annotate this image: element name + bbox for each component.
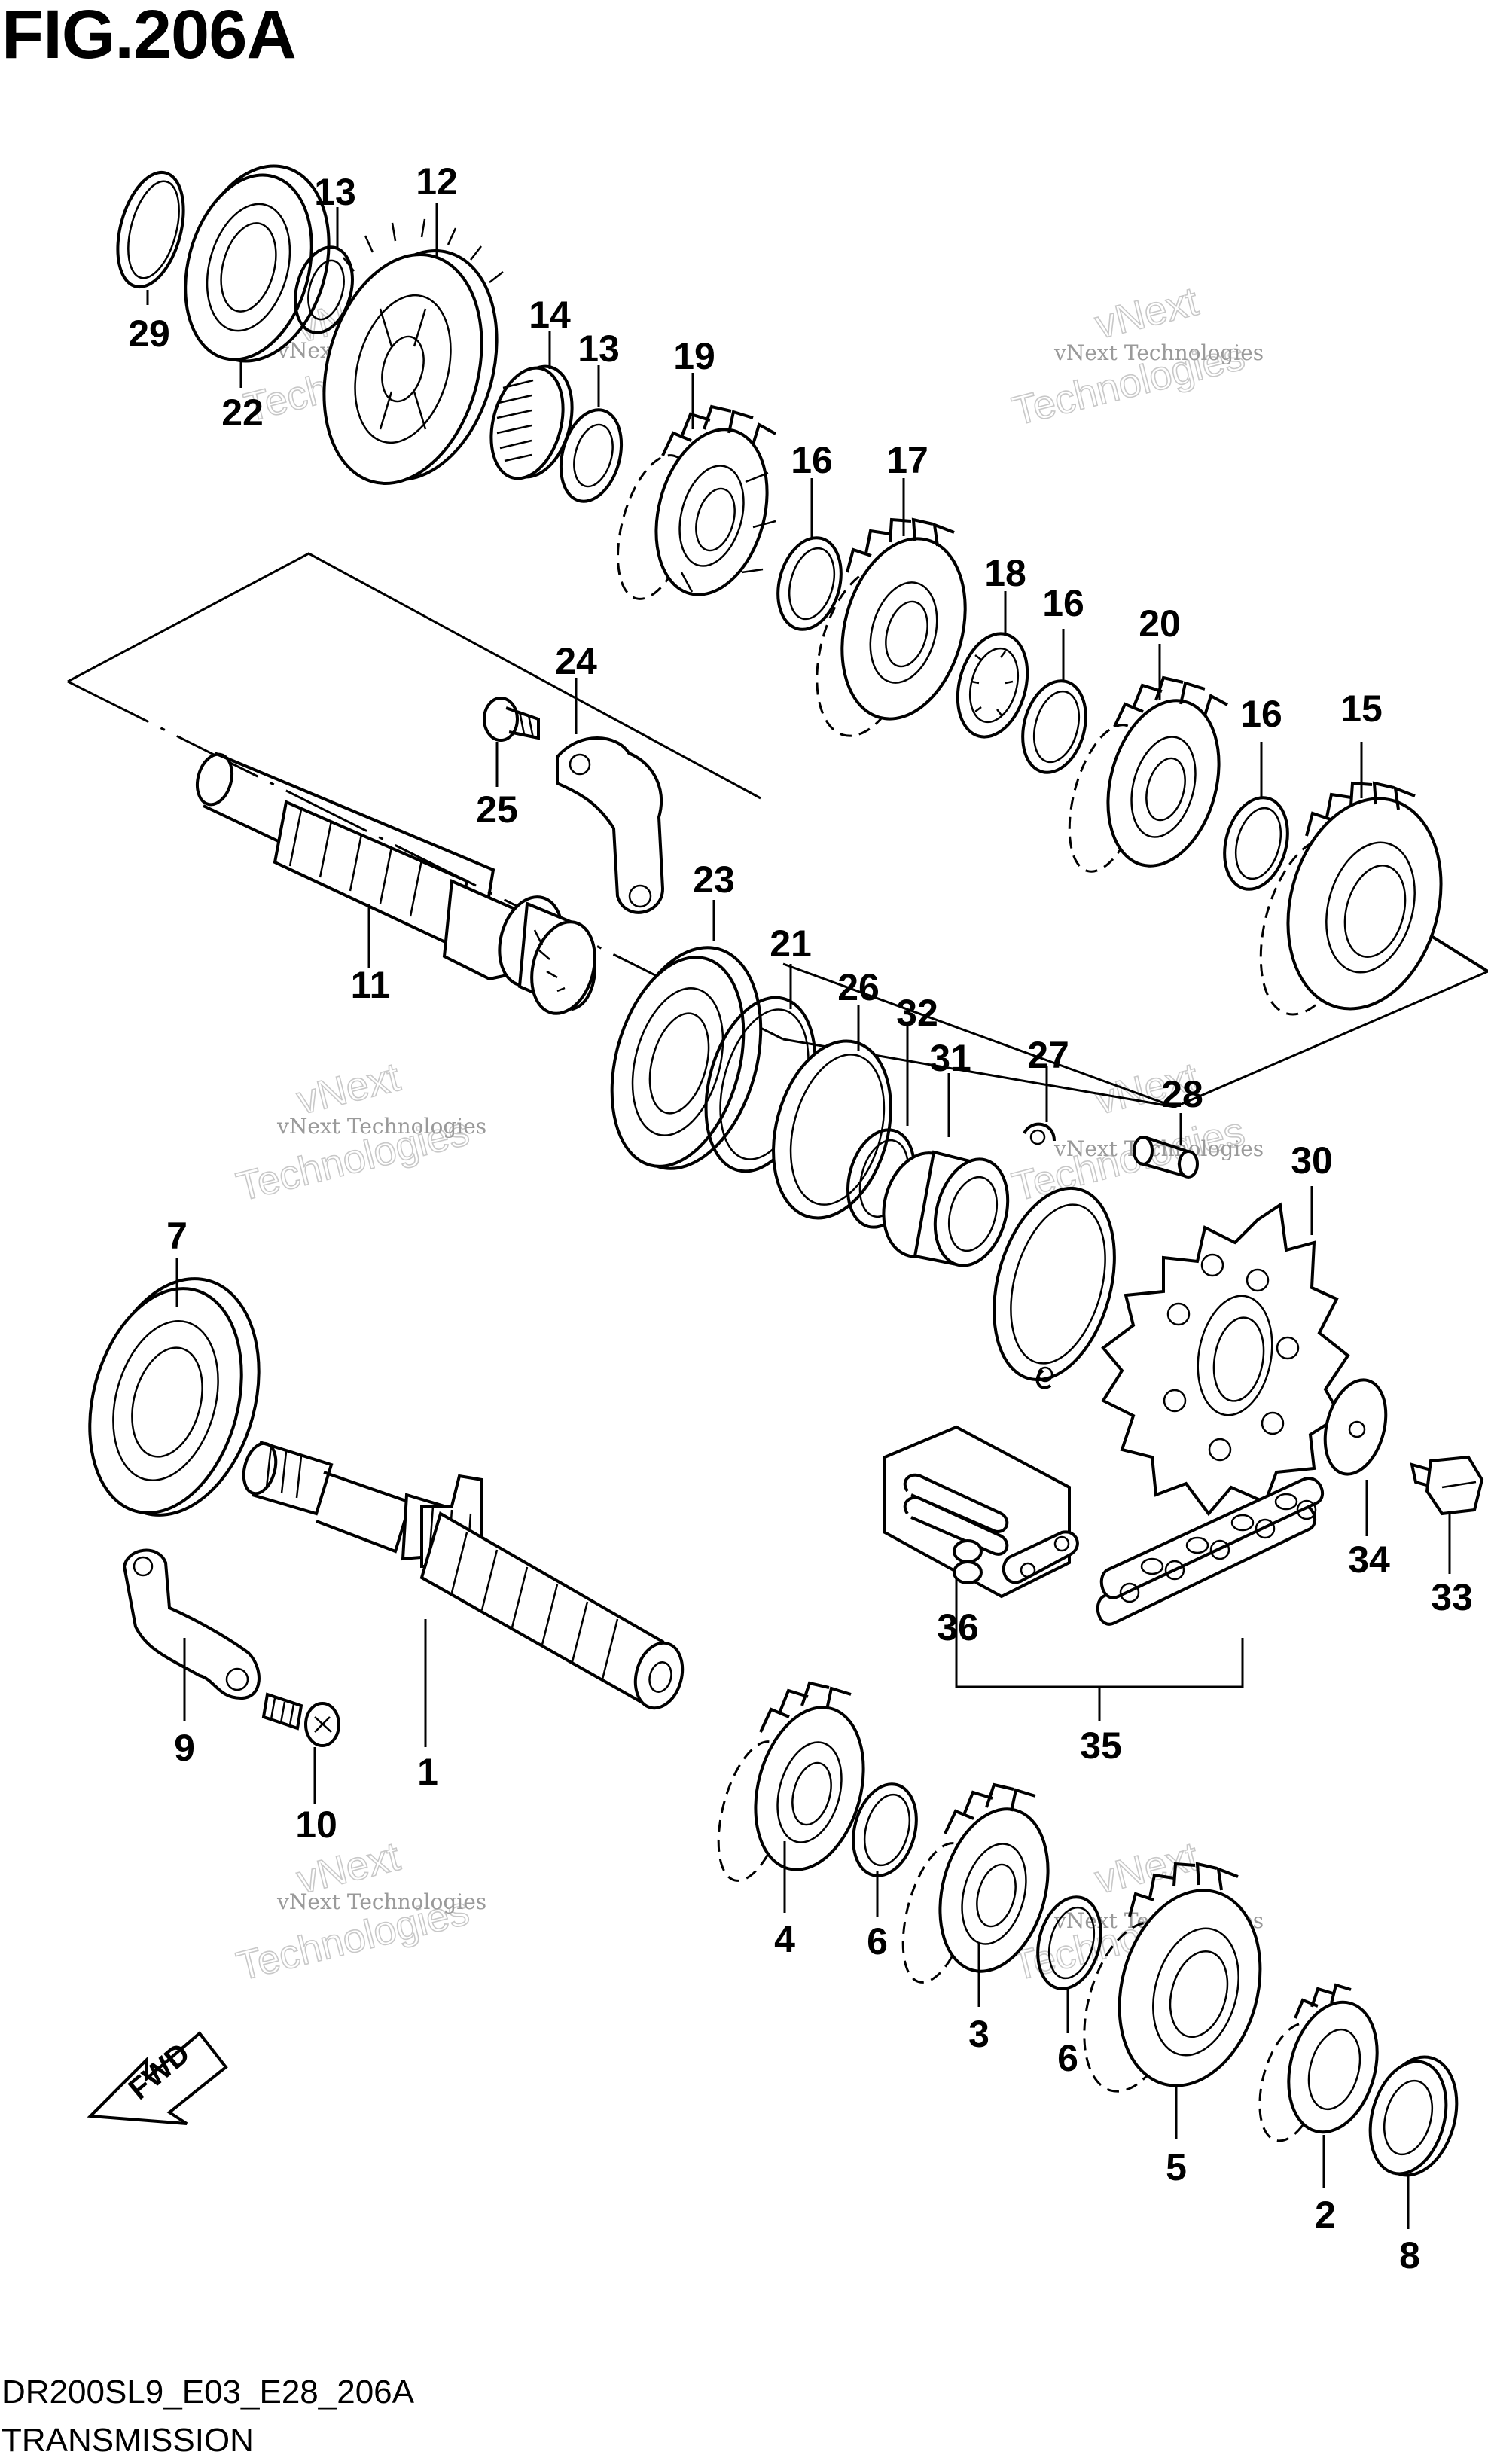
gear-17 (816, 478, 967, 737)
washer-13a (294, 207, 354, 334)
bearing-8 (1368, 2055, 1459, 2229)
circlip-6b (1036, 1895, 1102, 2033)
gear-5 (1083, 1862, 1262, 2139)
callout-24: 24 (555, 640, 597, 682)
gasket-27 (993, 1066, 1116, 1389)
circlip-29 (116, 170, 185, 305)
callout-6: 6 (1057, 2037, 1078, 2079)
chain-joint-36 (883, 1425, 1244, 1721)
spacer-31 (882, 1073, 1010, 1267)
callout-19: 19 (673, 335, 715, 377)
circlip-16a (776, 478, 843, 631)
screw-25 (483, 697, 540, 787)
gear-2 (1258, 1983, 1379, 2188)
callout-25: 25 (476, 788, 518, 831)
retainer-plate-24 (556, 678, 665, 914)
bearing-7 (88, 1258, 261, 1517)
washer-13b (559, 365, 624, 503)
callout-17: 17 (886, 439, 928, 481)
callout-4: 4 (774, 1918, 795, 1960)
callout-18: 18 (984, 552, 1026, 594)
watermark-text: vNext Technologies (276, 1114, 486, 1139)
watermark-large: vNext (1090, 279, 1202, 348)
callout-1: 1 (417, 1751, 438, 1793)
pin-28 (1133, 1113, 1199, 1179)
callout-13: 13 (314, 171, 356, 213)
callout-27: 27 (1027, 1034, 1069, 1076)
callout-23: 23 (693, 858, 735, 901)
callout-13: 13 (578, 328, 620, 370)
callout-11: 11 (351, 964, 391, 1006)
callout-3: 3 (968, 2013, 989, 2055)
callout-35: 35 (1080, 1724, 1122, 1767)
callout-16: 16 (791, 439, 833, 481)
circlip-16b (1021, 629, 1087, 774)
callout-16: 16 (1240, 693, 1282, 735)
callout-6: 6 (867, 1920, 888, 1962)
callout-9: 9 (174, 1727, 195, 1769)
watermark-large: vNext (292, 1054, 404, 1124)
bolt-33 (1410, 1455, 1484, 1574)
bearing-23 (610, 900, 763, 1170)
callout-31: 31 (929, 1037, 971, 1079)
callout-22: 22 (221, 392, 264, 434)
figure-title: FIG.206A (2, 0, 297, 73)
bearing-22 (184, 164, 331, 388)
mainshaft-1 (242, 1441, 685, 1747)
callout-26: 26 (837, 966, 880, 1008)
splined-washer-18 (956, 591, 1029, 739)
gear-4 (717, 1681, 865, 1913)
watermark-text: vNext Technologies (276, 1889, 486, 1914)
circlip-6a (852, 1782, 918, 1917)
callout-14: 14 (529, 294, 571, 336)
drive-chain-35 (1096, 1477, 1324, 1626)
gear-19 (617, 373, 776, 600)
callout-16: 16 (1042, 582, 1084, 624)
needle-bearing-14 (489, 331, 574, 480)
callout-29: 29 (128, 313, 170, 355)
watermark-text: vNext Technologies (1053, 1136, 1264, 1161)
model-code: DR200SL9_E03_E28_206A (2, 2374, 415, 2411)
callout-34: 34 (1348, 1538, 1390, 1581)
screw-10 (261, 1692, 340, 1804)
gear-15 (1259, 742, 1443, 1016)
gear-12 (322, 203, 504, 485)
callout-30: 30 (1291, 1139, 1333, 1182)
callout-36: 36 (937, 1606, 979, 1648)
callout-8: 8 (1399, 2234, 1420, 2276)
callout-32: 32 (896, 992, 938, 1034)
callout-12: 12 (416, 160, 458, 203)
callout-2: 2 (1315, 2194, 1336, 2236)
washer-34 (1323, 1378, 1388, 1536)
circlip-16c (1223, 742, 1289, 891)
sprocket-30 (1101, 1186, 1350, 1517)
callout-labels: 13 12 29 22 14 13 19 16 17 18 16 20 16 1… (128, 160, 1473, 2276)
callout-10: 10 (295, 1804, 337, 1846)
callout-20: 20 (1139, 602, 1181, 645)
gear-20 (1068, 644, 1228, 873)
section-title: TRANSMISSION (2, 2422, 254, 2459)
callout-7: 7 (166, 1215, 188, 1257)
retainer-9 (122, 1548, 261, 1721)
callout-28: 28 (1161, 1073, 1203, 1115)
gear-3 (901, 1782, 1050, 2007)
countershaft-11 (195, 752, 596, 1015)
callout-21: 21 (770, 922, 812, 965)
fwd-arrow-icon: FWD (87, 2031, 228, 2125)
callout-5: 5 (1166, 2146, 1187, 2188)
watermark-text: vNext Technologies (1053, 340, 1264, 365)
callout-15: 15 (1340, 688, 1383, 730)
callout-33: 33 (1431, 1576, 1473, 1618)
